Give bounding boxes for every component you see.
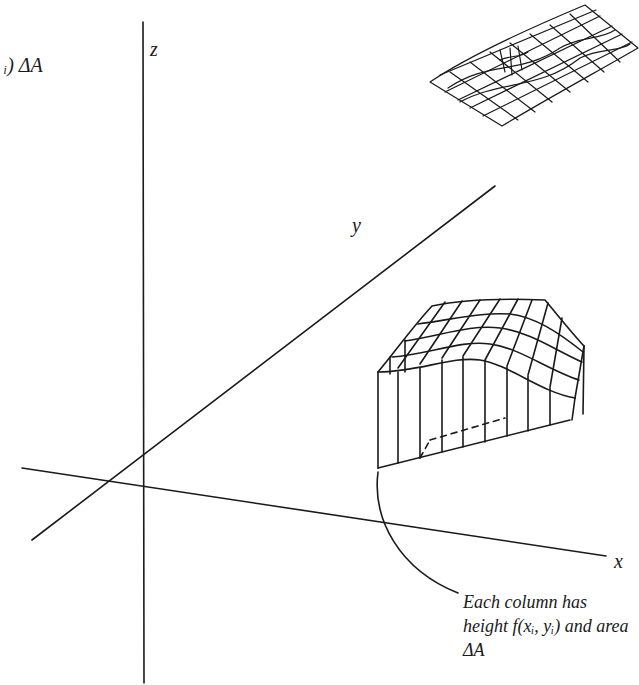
z-axis (143, 22, 144, 683)
x-axis (22, 468, 606, 556)
column-solid (378, 299, 584, 468)
axis-label: z (150, 36, 158, 62)
y-axis (32, 186, 495, 540)
axis-label: y (352, 212, 361, 238)
formula-fragment: ᵢ) ΔA (4, 52, 43, 78)
callout-note: Each column has height f(xᵢ, yᵢ) and are… (463, 590, 635, 662)
leader-line (377, 472, 458, 593)
axis-label: x (614, 548, 623, 574)
region-inset (430, 5, 638, 126)
